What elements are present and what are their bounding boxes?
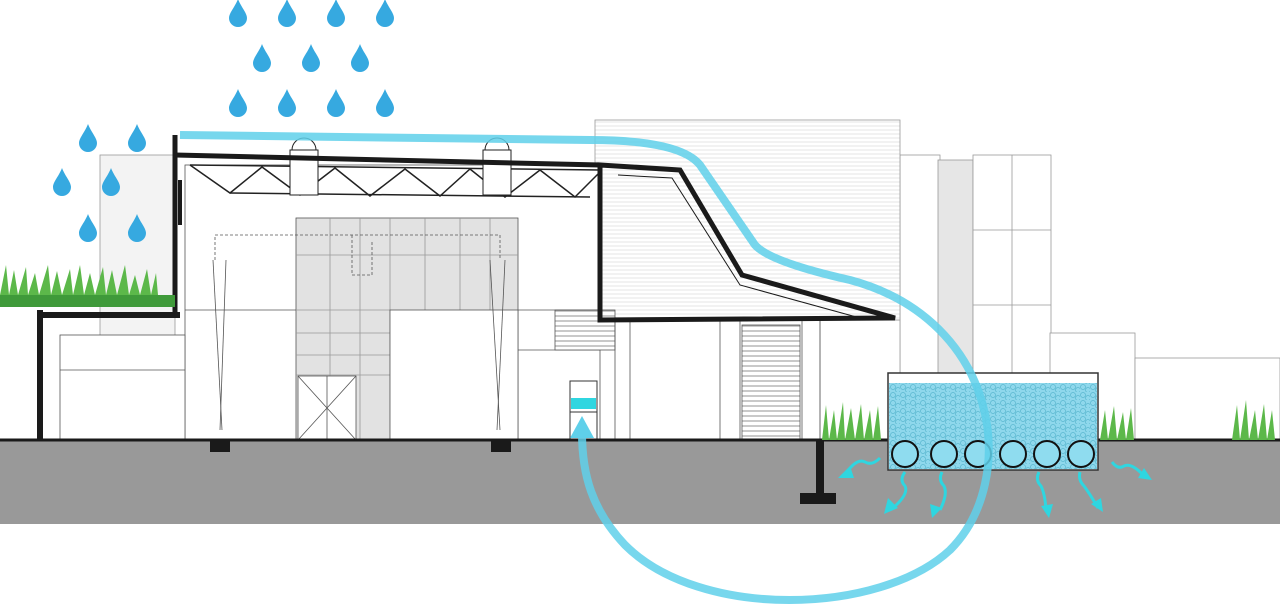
infiltration-arrow-icon <box>845 456 882 473</box>
infiltration-tank <box>887 372 1099 471</box>
raindrop-icon <box>327 89 345 117</box>
raindrop-icon <box>351 44 369 72</box>
raindrop-icon <box>278 0 296 27</box>
stair <box>741 324 801 441</box>
raindrop-icon <box>102 168 120 196</box>
raindrop-icon <box>128 124 146 152</box>
raindrop-icon <box>128 214 146 242</box>
infiltration-arrow-icon <box>892 471 908 510</box>
raindrop-icon <box>79 214 97 242</box>
water-flow-path <box>179 131 993 604</box>
raindrop-icon <box>229 89 247 117</box>
infiltration-arrowheads <box>838 466 1152 518</box>
perforated-pipes <box>891 440 1095 468</box>
infiltration-arrow-icon <box>1035 471 1048 511</box>
green-roof <box>0 265 175 307</box>
bioswale-grass <box>822 400 1275 440</box>
rain <box>53 0 394 242</box>
main-building <box>59 164 821 441</box>
raindrop-icon <box>376 89 394 117</box>
raindrop-icon <box>229 0 247 27</box>
raindrop-icon <box>79 124 97 152</box>
raindrop-icon <box>302 44 320 72</box>
raindrop-icon <box>53 168 71 196</box>
raindrop-icon <box>278 89 296 117</box>
footings <box>210 440 836 504</box>
infiltration-arrow-icon <box>1078 471 1100 509</box>
raindrop-icon <box>376 0 394 27</box>
infiltration-arrow-icon <box>1110 461 1148 479</box>
flow-arrow-icon <box>570 416 594 438</box>
roof-truss <box>189 137 601 198</box>
raindrop-icon <box>327 0 345 27</box>
infiltration-arrow-icon <box>938 471 947 511</box>
raindrop-icon <box>253 44 271 72</box>
infiltration-arrows <box>845 456 1148 511</box>
